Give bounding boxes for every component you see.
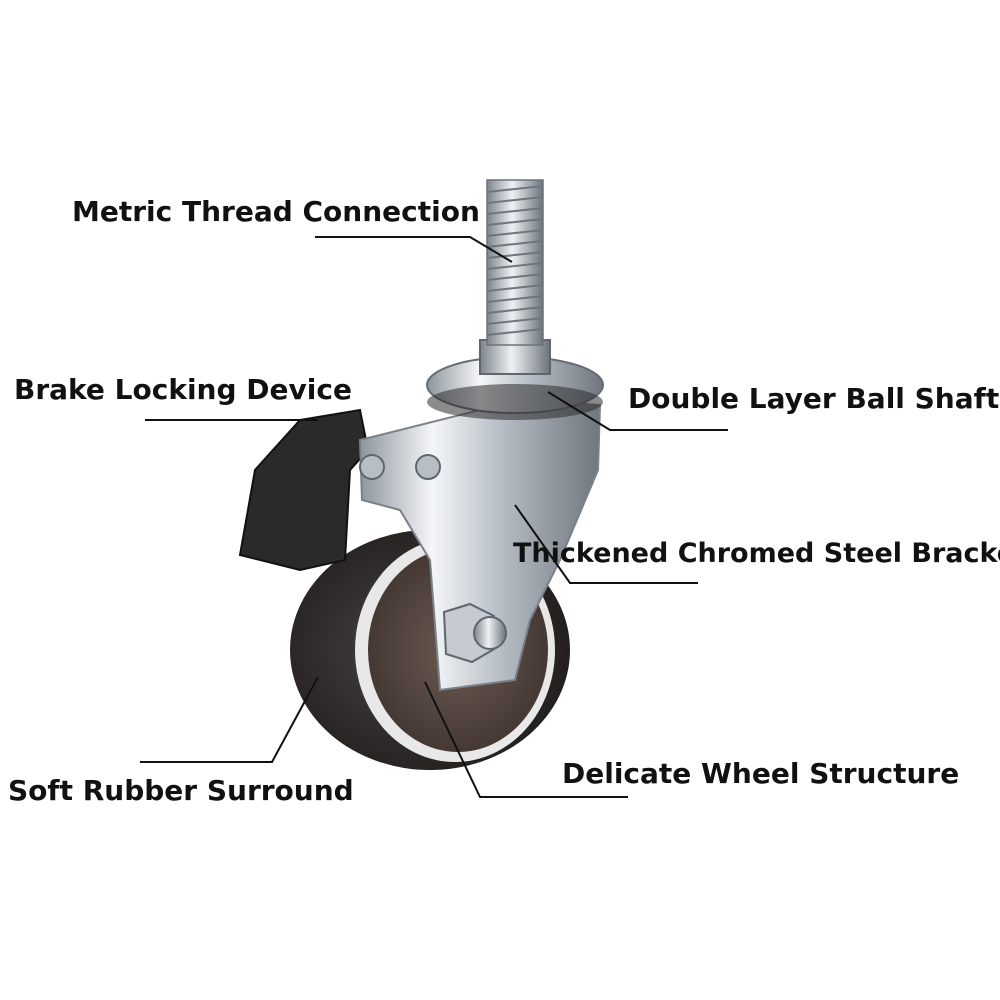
label-wheel: Delicate Wheel Structure — [562, 757, 960, 790]
leader-rubber — [140, 676, 319, 763]
leader-metric-thread — [315, 236, 513, 263]
rivet — [359, 454, 385, 480]
label-brake-lock: Brake Locking Device — [14, 373, 352, 406]
leader-wheel — [424, 681, 628, 798]
leader-ball-shaft — [547, 391, 728, 431]
label-metric-thread: Metric Thread Connection — [72, 195, 480, 228]
threaded-stem — [486, 179, 544, 346]
ball-shaft-gap — [427, 384, 603, 420]
leader-lines — [140, 236, 728, 798]
label-bracket: Thickened Chromed Steel Bracket — [513, 538, 1000, 569]
leader-bracket — [514, 504, 698, 584]
label-ball-shaft: Double Layer Ball Shaft — [628, 382, 1000, 415]
rivet — [415, 454, 441, 480]
brake-lever — [238, 408, 370, 572]
axle-bolt — [473, 616, 507, 650]
label-rubber: Soft Rubber Surround — [8, 774, 354, 807]
